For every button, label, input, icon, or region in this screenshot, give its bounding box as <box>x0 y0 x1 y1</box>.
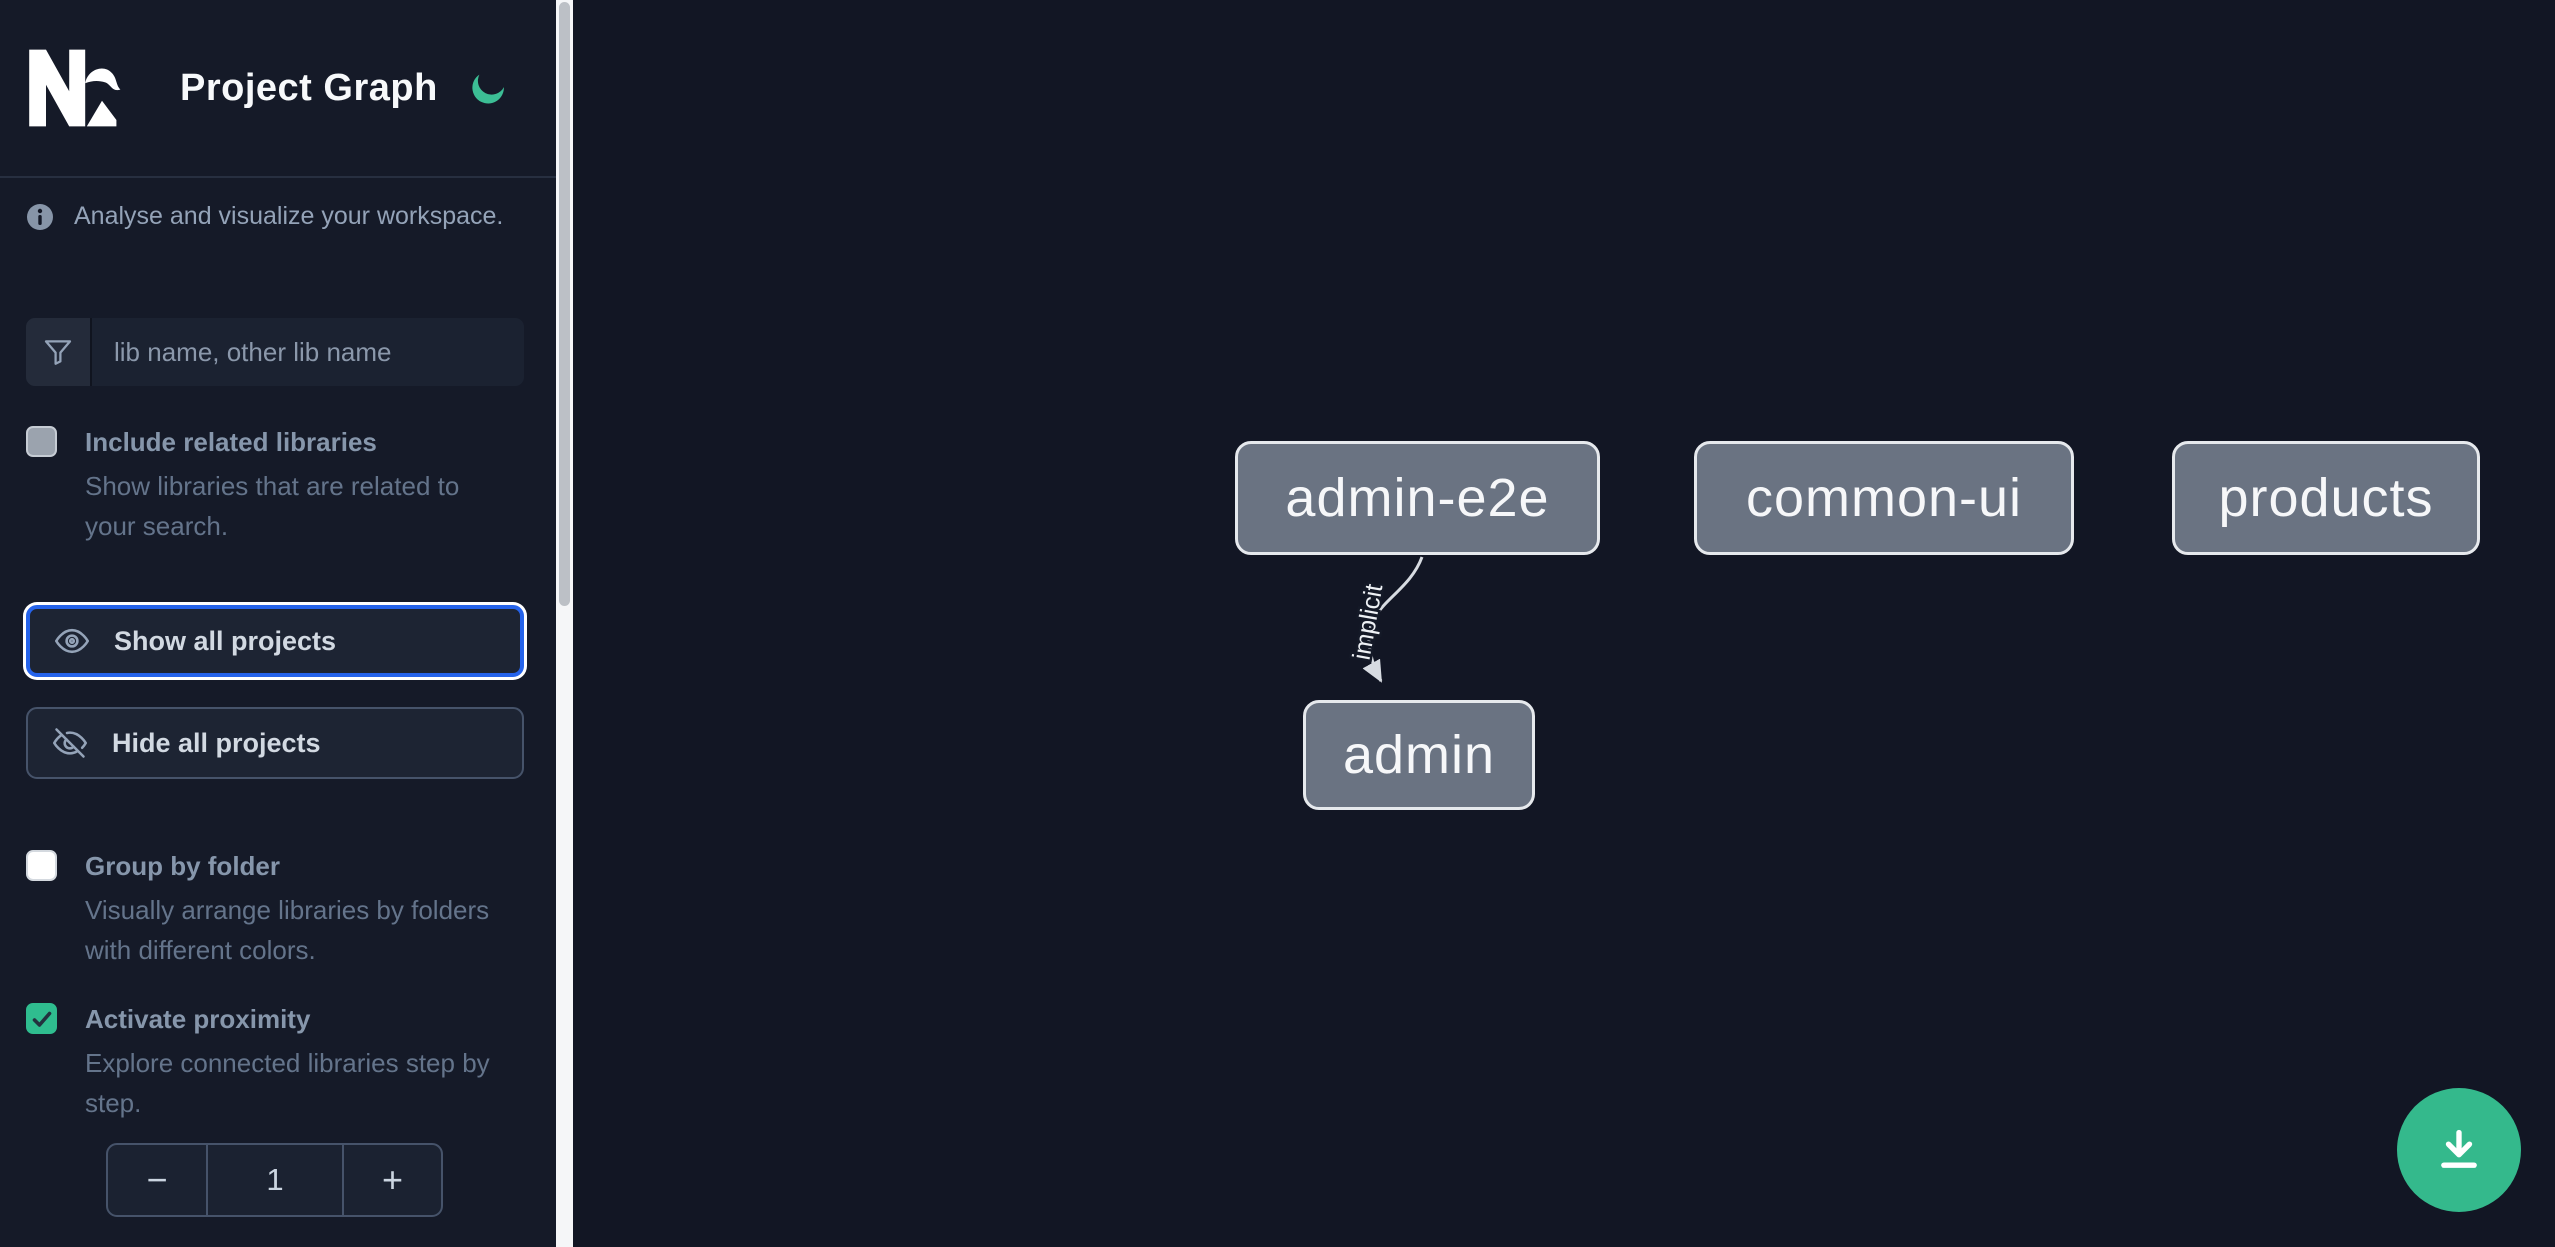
sidebar-header: Project Graph <box>0 0 556 178</box>
download-graph-button[interactable] <box>2397 1088 2521 1212</box>
show-all-projects-label: Show all projects <box>114 625 337 656</box>
sidebar-scrollbar-track <box>556 0 573 1247</box>
project-node-admin-e2e[interactable]: admin-e2e <box>1235 441 1600 555</box>
activate-proximity-checkbox[interactable] <box>26 1003 57 1034</box>
activate-proximity-label: Activate proximity <box>85 1004 311 1034</box>
proximity-depth-stepper: − 1 + <box>106 1143 443 1217</box>
group-by-folder-label: Group by folder <box>85 851 280 881</box>
hide-all-projects-label: Hide all projects <box>112 727 321 758</box>
moon-icon <box>472 74 504 104</box>
info-icon <box>27 203 53 230</box>
sidebar-scrollbar-thumb[interactable] <box>559 2 570 606</box>
graph-canvas[interactable]: implicit implicit admin-e2e common-ui pr… <box>573 0 2555 1247</box>
project-node-products[interactable]: products <box>2172 441 2480 555</box>
eye-icon <box>54 628 90 654</box>
graph-edges: implicit implicit <box>1345 556 1424 683</box>
download-icon <box>2441 1129 2477 1168</box>
include-related-description: Show libraries that are related to your … <box>85 471 460 541</box>
nx-logo <box>29 49 121 127</box>
group-by-folder-setting: Group by folder Visually arrange librari… <box>26 848 506 970</box>
filter-funnel-icon <box>26 318 92 386</box>
increment-button[interactable]: + <box>381 1159 404 1200</box>
hide-all-projects-button[interactable]: Hide all projects <box>26 707 524 779</box>
workspace-info: Analyse and visualize your workspace. <box>26 202 503 231</box>
decrement-button[interactable]: − <box>146 1159 168 1200</box>
theme-toggle-button[interactable] <box>466 66 510 110</box>
edge-admin-e2e-to-admin <box>1362 556 1424 683</box>
group-by-folder-description: Visually arrange libraries by folders wi… <box>85 895 490 965</box>
project-node-admin[interactable]: admin <box>1303 700 1535 810</box>
group-by-folder-checkbox[interactable] <box>26 850 57 881</box>
include-related-label: Include related libraries <box>85 427 377 457</box>
show-all-projects-button[interactable]: Show all projects <box>26 605 524 677</box>
search-input[interactable] <box>92 318 524 386</box>
project-node-common-ui[interactable]: common-ui <box>1694 441 2074 555</box>
activate-proximity-description: Explore connected libraries step by step… <box>85 1048 490 1118</box>
sidebar: Project Graph Analyse and visualize your… <box>0 0 556 1247</box>
proximity-depth-value[interactable]: 1 <box>206 1145 344 1215</box>
include-related-checkbox[interactable] <box>26 426 57 457</box>
activate-proximity-setting: Activate proximity Explore connected lib… <box>26 1001 506 1123</box>
search-field <box>26 318 524 386</box>
include-related-setting: Include related libraries Show libraries… <box>26 424 506 546</box>
checkmark-icon <box>32 1011 51 1027</box>
page-title: Project Graph <box>180 66 438 109</box>
eye-off-icon <box>52 728 88 758</box>
workspace-info-text: Analyse and visualize your workspace. <box>74 202 504 230</box>
edge-label-implicit: implicit <box>1348 582 1389 662</box>
